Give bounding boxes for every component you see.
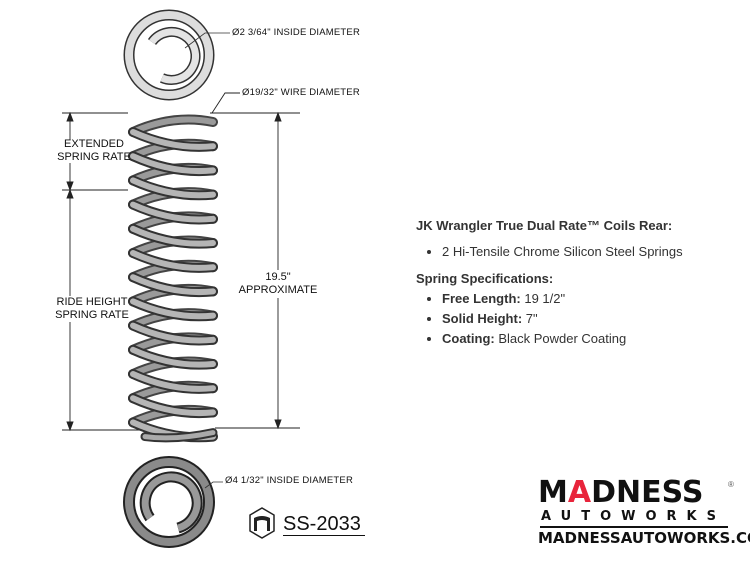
- spec-coating: Coating: Black Powder Coating: [442, 331, 683, 346]
- spec-label: Coating:: [442, 331, 495, 346]
- length-label-line1: 19.5": [265, 271, 291, 283]
- top-inside-diameter-label: Ø2 3/64" INSIDE DIAMETER: [232, 27, 361, 38]
- coil-front-strand-fill: [130, 225, 216, 247]
- madness-hex-logo-icon: [249, 507, 275, 539]
- coil-front-strand-fill: [130, 322, 216, 344]
- top-coil-end-view: [123, 9, 230, 101]
- coil-front-strand-fill: [130, 250, 216, 271]
- coil-end-strand-fill: [142, 430, 216, 441]
- brand-sub: AUTOWORKS: [541, 509, 726, 524]
- length-label: 19.5" APPROXIMATE: [218, 271, 338, 297]
- bottom-inside-diameter-label: Ø4 1/32" INSIDE DIAMETER: [225, 475, 354, 486]
- extended-label-line2: SPRING RATE: [57, 151, 131, 163]
- bottom-coil-end-view: [123, 456, 223, 548]
- brand-url: MADNESSAUTOWORKS.COM: [538, 529, 750, 547]
- brand-m: M: [538, 475, 568, 510]
- coil-front-strand-fill: [130, 371, 216, 392]
- extended-label-line1: EXTENDED: [64, 138, 124, 150]
- spec-label: Free Length:: [442, 291, 521, 306]
- spec-free-length: Free Length: 19 1/2": [442, 291, 683, 306]
- extended-spring-rate-label: EXTENDED SPRING RATE: [34, 138, 154, 164]
- brand-rest: DNESS: [591, 475, 704, 510]
- spec-label: Solid Height:: [442, 311, 523, 326]
- part-number: SS-2033: [283, 513, 365, 536]
- coil-front-strand-fill: [130, 153, 216, 175]
- features-list: 2 Hi-Tensile Chrome Silicon Steel Spring…: [416, 244, 683, 259]
- coil-front-strand-fill: [130, 201, 216, 223]
- spec-specifications-title: Spring Specifications:: [416, 271, 554, 286]
- coil-back-strand-fill: [130, 116, 216, 135]
- length-label-line2: APPROXIMATE: [238, 284, 318, 296]
- brand-divider: [540, 526, 728, 528]
- dimension-lines: [62, 92, 300, 432]
- ride-label-line2: SPRING RATE: [55, 309, 129, 321]
- spec-value: 19 1/2": [520, 291, 566, 306]
- coil-front-strand-fill: [130, 298, 216, 320]
- coil-front-strand-fill: [130, 395, 216, 417]
- coil-front-strand-fill: [130, 129, 216, 150]
- spec-value: 7": [522, 311, 538, 326]
- product-specs: JK Wrangler True Dual Rate™ Coils Rear: …: [416, 218, 683, 358]
- registered-mark: ®: [728, 480, 734, 489]
- wire-diameter-label: Ø19/32" WIRE DIAMETER: [242, 87, 360, 98]
- coil-front-strand-fill: [130, 346, 216, 368]
- spec-solid-height: Solid Height: 7": [442, 311, 683, 326]
- specs-title: JK Wrangler True Dual Rate™ Coils Rear:: [416, 218, 673, 233]
- ride-label-line1: RIDE HEIGHT: [56, 296, 128, 308]
- ride-height-spring-rate-label: RIDE HEIGHT SPRING RATE: [32, 296, 152, 322]
- coil-front-strand-fill: [130, 177, 216, 199]
- coil-front-strand-fill: [130, 274, 216, 296]
- feature-item: 2 Hi-Tensile Chrome Silicon Steel Spring…: [442, 244, 683, 259]
- spec-value: Black Powder Coating: [494, 331, 627, 346]
- brand-a: A: [567, 475, 592, 510]
- spec-list: Free Length: 19 1/2" Solid Height: 7" Co…: [416, 291, 683, 346]
- brand-logo-wordmark: MADNESS: [538, 478, 703, 508]
- coil-spring-side-view: [128, 114, 218, 443]
